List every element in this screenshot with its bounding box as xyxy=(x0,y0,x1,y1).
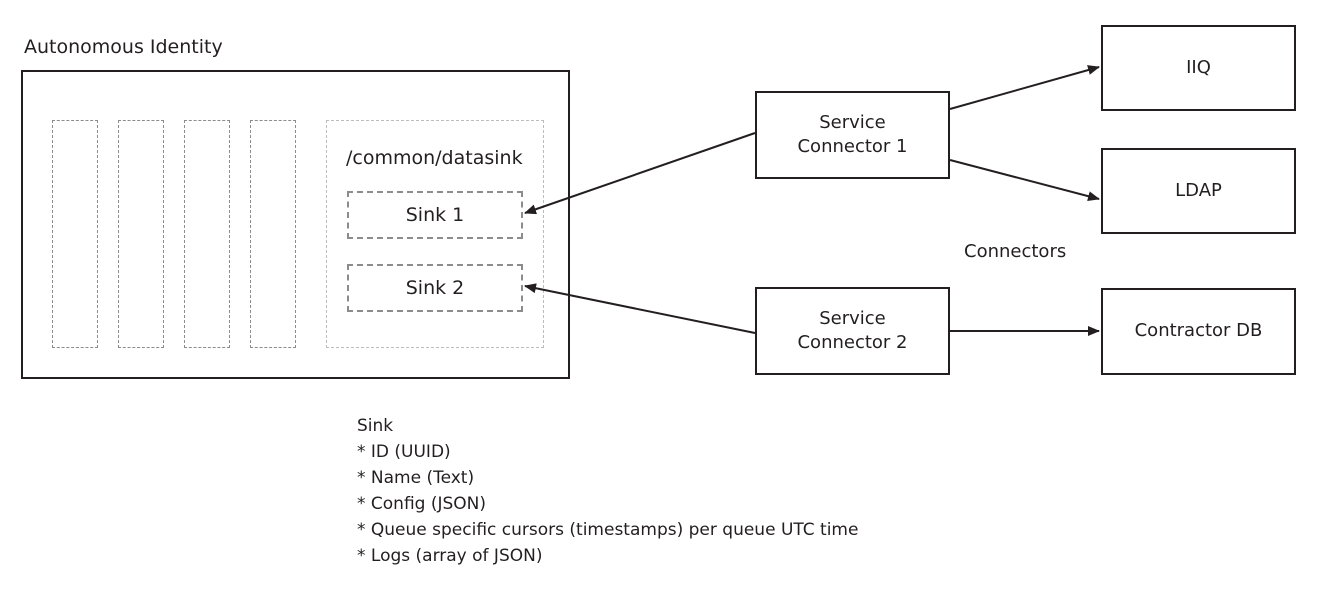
dashed-column-3 xyxy=(184,120,230,348)
service-connector-1-line2: Connector 1 xyxy=(797,136,908,157)
service-connector-1-line1: Service xyxy=(819,111,886,133)
sink-1-box: Sink 1 xyxy=(347,191,523,239)
service-connector-2-line2: Connector 2 xyxy=(797,332,908,353)
datasink-area xyxy=(326,120,544,348)
service-connector-1-box: Service Connector 1 xyxy=(755,91,950,179)
ldap-label: LDAP xyxy=(1175,179,1222,201)
iiq-label: IIQ xyxy=(1186,56,1211,78)
sink-2-box: Sink 2 xyxy=(347,264,523,312)
connectors-label: Connectors xyxy=(964,241,1067,262)
service-connector-2-line1: Service xyxy=(819,307,886,329)
dashed-column-1 xyxy=(52,120,98,348)
contractor-db-box: Contractor DB xyxy=(1101,288,1296,375)
sink-notes: Sink * ID (UUID) * Name (Text) * Config … xyxy=(357,413,858,569)
sink-notes-heading: Sink xyxy=(357,416,394,436)
ldap-box: LDAP xyxy=(1101,148,1296,234)
dashed-column-2 xyxy=(118,120,164,348)
dashed-column-4 xyxy=(250,120,296,348)
sink-field-logs: * Logs (array of JSON) xyxy=(357,546,543,566)
sink-field-id: * ID (UUID) xyxy=(357,442,451,462)
arrow-connector1-to-ldap xyxy=(949,159,1100,202)
service-connector-2-box: Service Connector 2 xyxy=(755,287,950,375)
arrow-connector1-to-iiq xyxy=(949,65,1100,110)
datasink-path-label: /common/datasink xyxy=(346,147,523,169)
iiq-box: IIQ xyxy=(1101,25,1296,111)
sink-field-name: * Name (Text) xyxy=(357,468,475,488)
sink-field-config: * Config (JSON) xyxy=(357,494,487,514)
sink-2-label: Sink 2 xyxy=(405,277,465,299)
sink-1-label: Sink 1 xyxy=(405,204,465,226)
autonomous-identity-title: Autonomous Identity xyxy=(24,36,223,58)
sink-field-cursors: * Queue specific cursors (timestamps) pe… xyxy=(357,520,859,540)
contractor-db-label: Contractor DB xyxy=(1134,320,1263,342)
